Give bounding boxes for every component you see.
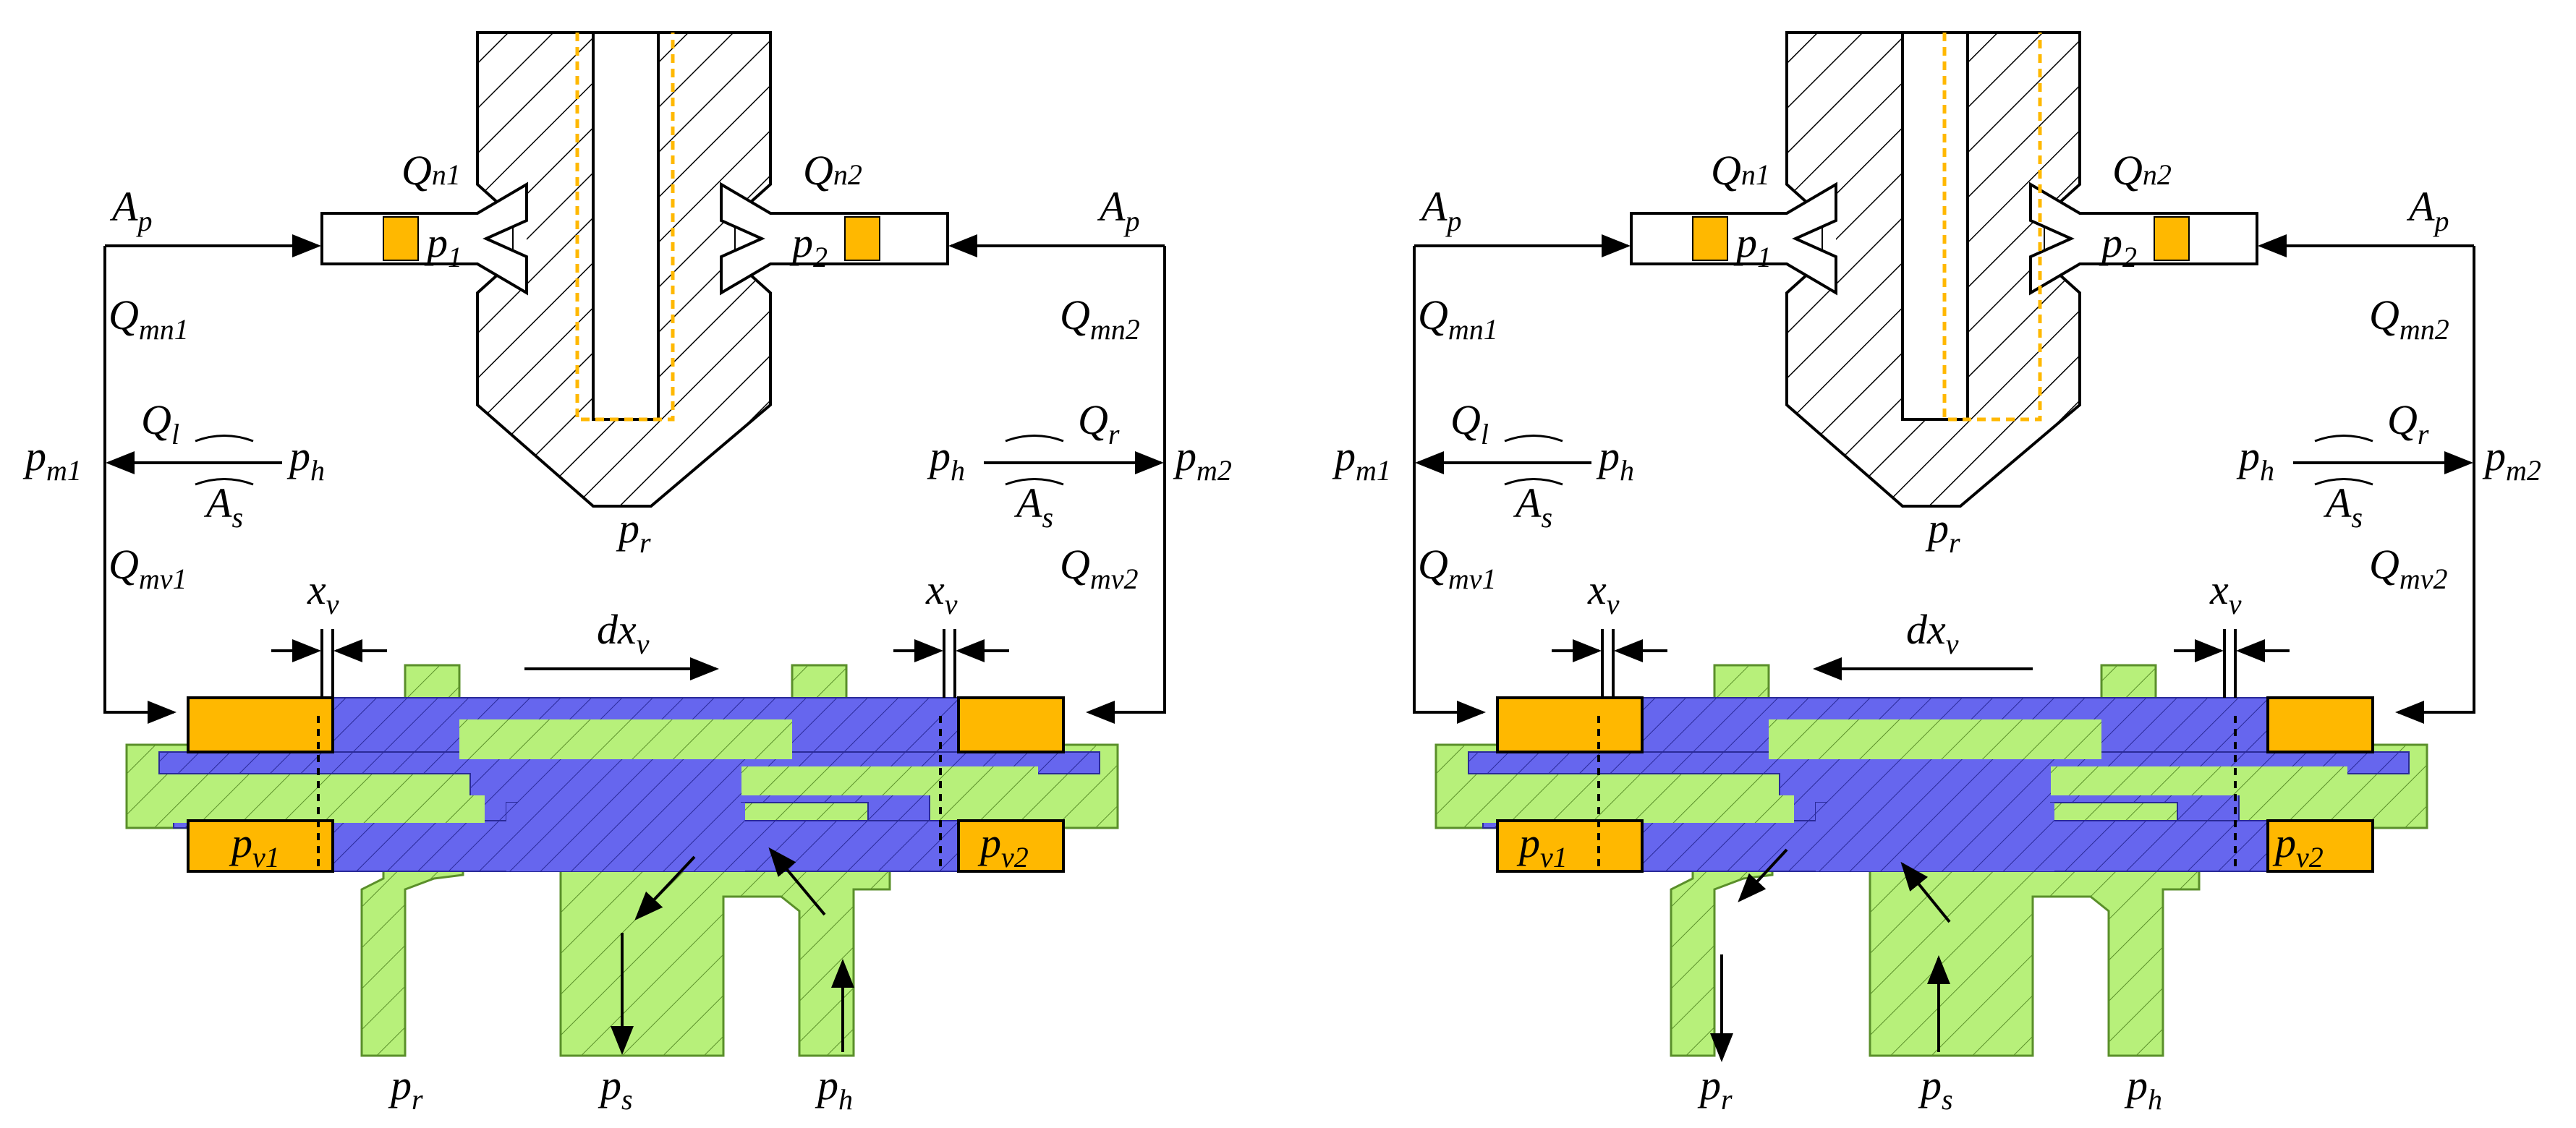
label-pr-bottom: pr	[1697, 1061, 1733, 1116]
label-as-left: As	[203, 479, 243, 534]
label-pv1: pv1	[229, 819, 280, 873]
label-as-right: As	[2323, 479, 2363, 534]
label-ps-bottom: ps	[598, 1061, 633, 1116]
label-xv-right: xv	[925, 566, 958, 620]
label-pv2: pv2	[977, 819, 1029, 873]
panel-left	[105, 33, 1165, 1056]
label-ql: Ql	[141, 396, 179, 450]
label-as-left: As	[1513, 479, 1552, 534]
label-ps-bottom: ps	[1918, 1061, 1953, 1116]
label-xv-left: xv	[1587, 566, 1620, 620]
label-qmn2: Qmn2	[2369, 291, 2449, 346]
label-ph-bottom: ph	[815, 1061, 853, 1116]
label-ap-left: Ap	[1419, 183, 1461, 237]
label-p1: p1	[1733, 219, 1772, 273]
label-dxv: dxv	[1906, 606, 1959, 660]
label-qmv1: Qmv1	[109, 541, 187, 595]
label-dxv: dxv	[597, 606, 650, 660]
label-p2: p2	[2099, 219, 2137, 273]
label-ph-right: ph	[2236, 432, 2274, 487]
label-ph-left: ph	[286, 432, 325, 487]
label-qmv1: Qmv1	[1418, 541, 1497, 595]
label-pm2: pm2	[1173, 432, 1232, 487]
label-qmn1: Qmn1	[1418, 291, 1498, 346]
label-qmn2: Qmn2	[1060, 291, 1140, 346]
label-qmv2: Qmv2	[2369, 541, 2448, 595]
label-qn2: Qn2	[2112, 147, 2172, 194]
label-as-right: As	[1013, 479, 1053, 534]
label-p2: p2	[789, 219, 828, 273]
label-qn2: Qn2	[803, 147, 862, 194]
label-qr: Qr	[2387, 396, 2429, 450]
nozzle-dashed-outline	[575, 33, 675, 422]
label-qmv2: Qmv2	[1060, 541, 1139, 595]
label-ap-right: Ap	[1097, 183, 1139, 237]
label-xv-left: xv	[307, 566, 339, 620]
label-ql: Ql	[1450, 396, 1489, 450]
label-ap-left: Ap	[109, 183, 152, 237]
label-pr-top: pr	[616, 505, 651, 559]
label-qn1: Qn1	[401, 147, 461, 194]
panel-right	[1414, 33, 2474, 1062]
label-ph-right: ph	[927, 432, 965, 487]
label-ap-right: Ap	[2406, 183, 2449, 237]
label-ph-bottom: ph	[2124, 1061, 2162, 1116]
nozzle-dashed-outline	[1942, 33, 2042, 422]
label-p1: p1	[424, 219, 462, 273]
label-pm2: pm2	[2482, 432, 2541, 487]
label-xv-right: xv	[2209, 566, 2242, 620]
label-pr-top: pr	[1925, 505, 1960, 559]
label-pr-bottom: pr	[388, 1061, 423, 1116]
label-pm1: pm1	[22, 432, 82, 487]
labels-left: Qn1 Qn2 Ap Ap p1 p2 Qmn1 Qmn2 pm1 pm2 Ql…	[22, 147, 1232, 1116]
label-pv1: pv1	[1516, 819, 1568, 873]
labels-right: Qn1 Qn2 Ap Ap p1 p2 Qmn1 Qmn2 pm1 pm2 Ql…	[1332, 147, 2541, 1116]
label-qmn1: Qmn1	[109, 291, 189, 346]
label-qr: Qr	[1078, 396, 1120, 450]
label-qn1: Qn1	[1711, 147, 1770, 194]
label-pm1: pm1	[1332, 432, 1391, 487]
label-pv2: pv2	[2272, 819, 2324, 873]
label-ph-left: ph	[1596, 432, 1634, 487]
